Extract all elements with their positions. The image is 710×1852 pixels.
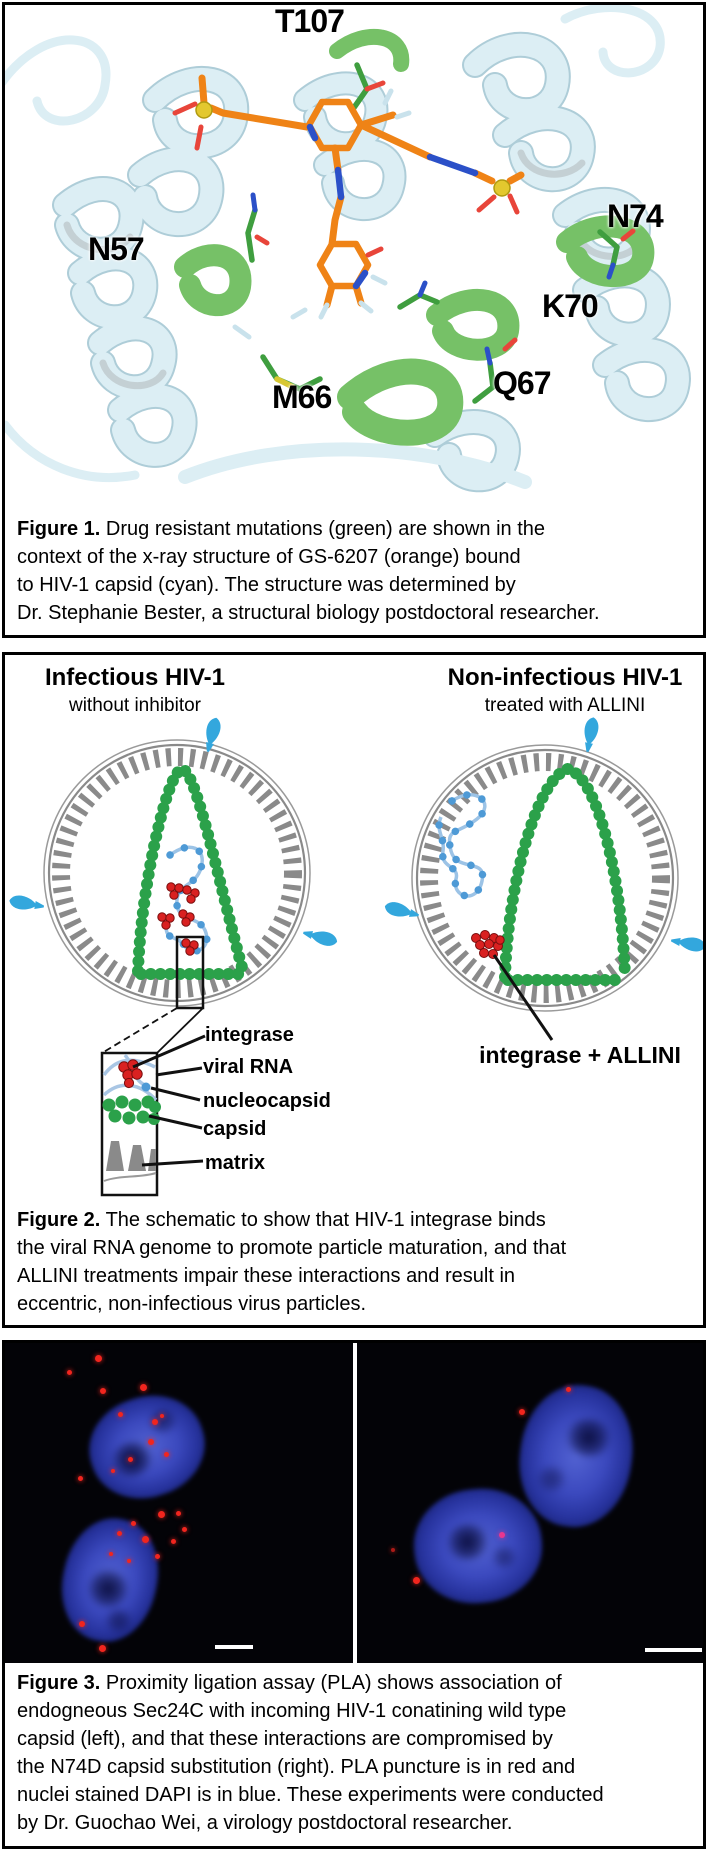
pla-punctum xyxy=(79,1621,85,1627)
pla-punctum xyxy=(164,1452,169,1457)
left-column-title: Infectious HIV-1 without inhibitor xyxy=(44,664,226,716)
integrase-clusters xyxy=(157,882,200,956)
component-label-nucleocapsid: nucleocapsid xyxy=(203,1090,331,1112)
figure-2-caption: Figure 2. The schematic to show that HIV… xyxy=(17,1209,567,1315)
panel-divider xyxy=(353,1343,357,1663)
allini-label: integrase + ALLINI xyxy=(479,1042,681,1068)
pla-punctum xyxy=(413,1577,420,1584)
pla-punctum xyxy=(171,1539,176,1544)
figure-1-caption: Figure 1. Drug resistant mutations (gree… xyxy=(17,518,600,624)
label-lines xyxy=(132,1034,206,1167)
mutation-patches xyxy=(174,28,655,446)
pla-punctum xyxy=(148,1439,154,1445)
nucleus xyxy=(408,1482,548,1610)
component-label-viral-rna: viral RNA xyxy=(203,1056,294,1078)
ribbon-shading xyxy=(63,149,641,390)
infectious-virion xyxy=(9,717,338,1010)
noninfectious-virion xyxy=(384,717,703,1041)
figure-2-panel: Infectious HIV-1 without inhibitor Non-i… xyxy=(2,652,706,1328)
pla-punctum xyxy=(160,1414,164,1418)
pla-punctum xyxy=(109,1552,113,1556)
pla-punctum xyxy=(142,1536,149,1543)
pla-punctum xyxy=(67,1370,72,1375)
zoom-inset xyxy=(100,1051,161,1197)
pla-punctum xyxy=(182,1527,187,1532)
ligand-gs6207 xyxy=(172,74,525,340)
pla-punctum xyxy=(499,1532,505,1538)
pla-punctum xyxy=(158,1511,165,1518)
pla-micrograph xyxy=(5,1343,703,1663)
residue-label-t107: T107 xyxy=(275,3,345,39)
micrograph-left xyxy=(5,1343,353,1663)
sulfur-tip xyxy=(274,376,296,390)
residue-label-n74: N74 xyxy=(607,198,664,234)
component-label-matrix: matrix xyxy=(205,1152,266,1174)
pla-punctum xyxy=(566,1387,571,1392)
pla-punctum xyxy=(99,1645,106,1652)
env-spikes-right xyxy=(384,717,703,952)
pla-punctum xyxy=(155,1554,160,1559)
scale-bar xyxy=(215,1645,253,1649)
pla-punctum xyxy=(519,1409,525,1415)
scale-bar xyxy=(645,1648,702,1652)
pla-punctum xyxy=(391,1548,395,1552)
callout-line-solid xyxy=(156,1007,204,1054)
capsid-ribbons xyxy=(5,5,689,491)
component-label-integrase: integrase xyxy=(205,1024,294,1046)
component-label-capsid: capsid xyxy=(203,1118,267,1140)
pla-punctum xyxy=(95,1355,102,1362)
pla-punctum xyxy=(176,1511,181,1516)
figure-3-caption: Figure 3. Proximity ligation assay (PLA)… xyxy=(17,1672,604,1834)
pla-punctum xyxy=(131,1521,136,1526)
pla-punctum xyxy=(128,1457,133,1462)
protein-structure-image xyxy=(5,5,691,493)
pla-punctum xyxy=(100,1388,106,1394)
residue-label-m66: M66 xyxy=(272,379,332,415)
pla-punctum xyxy=(111,1469,115,1473)
residue-label-k70: K70 xyxy=(542,288,599,324)
right-column-title: Non-infectious HIV-1 treated with ALLINI xyxy=(447,664,683,716)
env-spikes xyxy=(9,717,338,946)
integrase-allini-aggregate xyxy=(471,930,505,959)
nucleus xyxy=(76,1381,218,1513)
nucleus xyxy=(51,1509,169,1651)
figure-1-panel: T107 N74 N57 K70 Q67 M66 Figure 1. Drug … xyxy=(2,2,706,638)
pla-punctum xyxy=(152,1419,158,1425)
micrograph-right xyxy=(357,1343,703,1663)
nitrogen-tips xyxy=(250,192,616,366)
figure-3-panel: Figure 3. Proximity ligation assay (PLA)… xyxy=(2,1340,706,1849)
pla-punctum xyxy=(140,1384,147,1391)
callout-line-dashed xyxy=(101,1007,178,1054)
pla-punctum xyxy=(127,1559,131,1563)
virion-schematic-image xyxy=(9,717,703,1197)
pla-punctum xyxy=(117,1531,122,1536)
residue-label-q67: Q67 xyxy=(493,365,551,401)
pla-punctum xyxy=(78,1476,83,1481)
pla-punctum xyxy=(118,1412,123,1417)
oxygen-tips xyxy=(254,80,636,352)
residue-label-n57: N57 xyxy=(88,231,145,267)
